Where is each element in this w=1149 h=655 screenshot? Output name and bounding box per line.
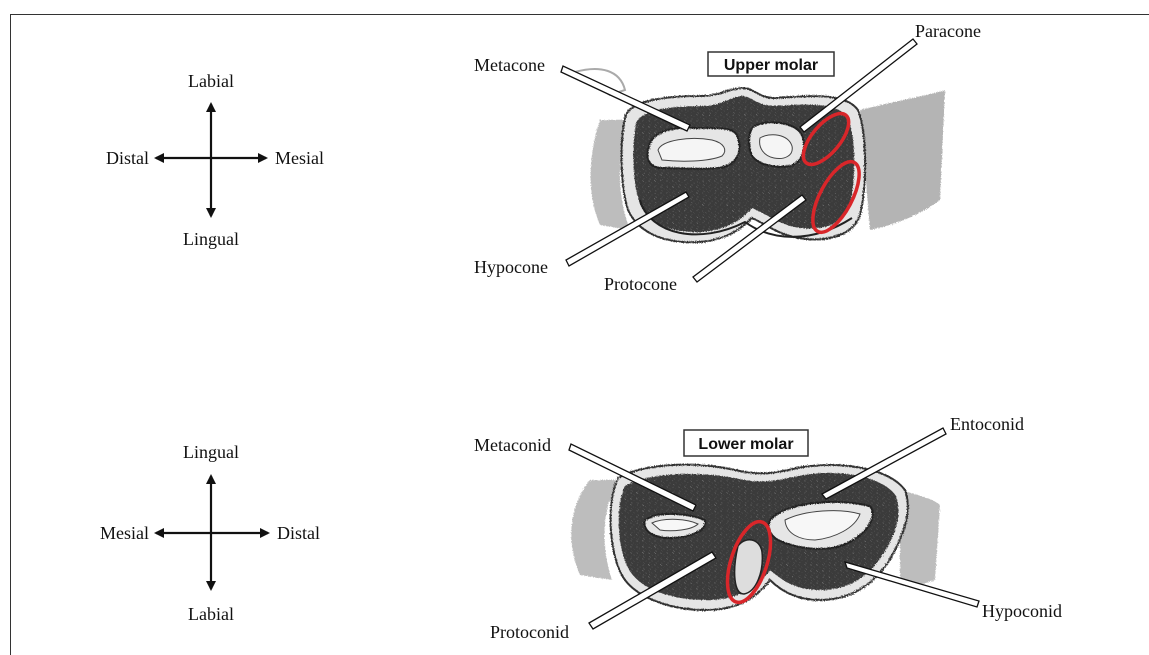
upper-molar-title-box: Upper molar [708, 52, 834, 76]
metacone-label: Metacone [474, 55, 545, 75]
lower-molar-title: Lower molar [698, 436, 793, 453]
lower-molar-title-box: Lower molar [684, 430, 808, 456]
hypoconid-label: Hypoconid [982, 601, 1062, 621]
upper-dir-left: Distal [106, 148, 149, 168]
lower-dir-right: Distal [277, 523, 320, 543]
lower-dir-top: Lingual [183, 442, 239, 462]
upper-dir-top: Labial [188, 71, 234, 91]
hypocone-label: Hypocone [474, 257, 548, 277]
upper-dir-bottom: Lingual [183, 229, 239, 249]
lower-dir-bottom: Labial [188, 604, 234, 624]
metaconid-label: Metaconid [474, 435, 551, 455]
entoconid-label: Entoconid [950, 414, 1024, 434]
upper-dir-right: Mesial [275, 148, 324, 168]
upper-molar-title: Upper molar [724, 57, 818, 74]
upper-compass: Labial Lingual Distal Mesial [106, 71, 324, 249]
lower-compass: Lingual Labial Mesial Distal [100, 442, 320, 624]
lower-dir-left: Mesial [100, 523, 149, 543]
protocone-label: Protocone [604, 274, 677, 294]
protoconid-label: Protoconid [490, 622, 569, 642]
paracone-label: Paracone [915, 21, 981, 41]
upper-molar-illustration [575, 69, 945, 242]
